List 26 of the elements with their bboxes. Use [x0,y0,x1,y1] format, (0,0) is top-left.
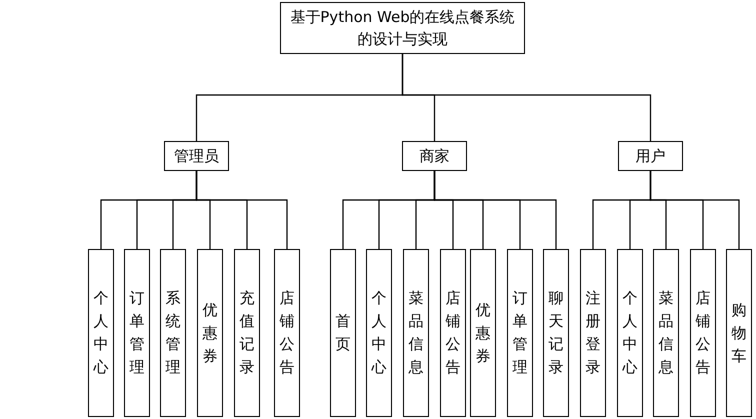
module-box: 购物车 [726,249,752,417]
module-box: 首页 [330,249,356,417]
role-box: 用户 [618,141,683,171]
module-box: 个人中心 [617,249,643,417]
module-box: 店铺公告 [440,249,466,417]
module-box: 菜品信息 [653,249,679,417]
module-box: 优惠券 [470,249,496,417]
module-box: 店铺公告 [274,249,300,417]
module-box: 个人中心 [366,249,392,417]
module-box: 店铺公告 [690,249,716,417]
role-box: 管理员 [164,141,229,171]
module-box: 订单管理 [124,249,150,417]
module-box: 注册登录 [580,249,606,417]
role-box: 商家 [402,141,467,171]
module-box: 个人中心 [88,249,114,417]
title-box: 基于Python Web的在线点餐系统的设计与实现 [280,2,525,54]
module-box: 优惠券 [197,249,223,417]
connector-line [196,171,288,249]
module-box: 系统管理 [160,249,186,417]
connector-line [650,171,740,249]
module-box: 菜品信息 [403,249,429,417]
connector-line [434,171,557,249]
connector-line [402,54,652,141]
module-box: 订单管理 [507,249,533,417]
module-box: 聊天记录 [543,249,569,417]
module-box: 充值记录 [234,249,260,417]
